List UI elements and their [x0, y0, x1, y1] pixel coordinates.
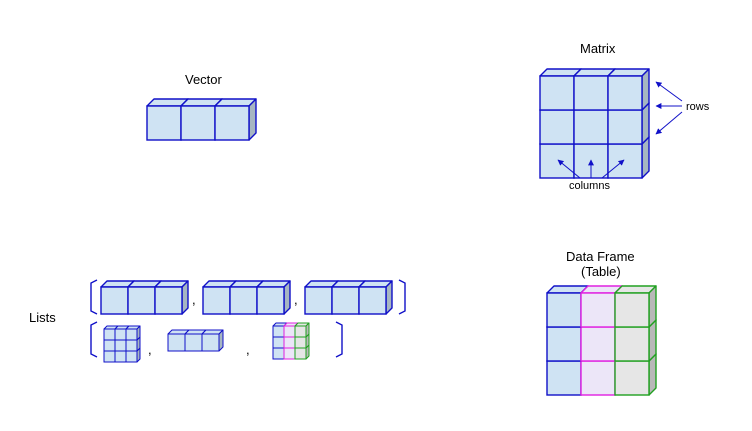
list-separator: ,	[294, 292, 298, 307]
data-frame-subtitle: (Table)	[581, 264, 621, 279]
matrix-rows-label: rows	[686, 101, 710, 113]
matrix-title: Matrix	[580, 41, 616, 56]
row-arrow	[655, 81, 683, 102]
list-separator: ,	[192, 292, 196, 307]
cube	[607, 68, 650, 111]
vector-title: Vector	[185, 72, 222, 87]
list-bracket-right	[335, 321, 343, 358]
cube	[154, 280, 189, 315]
lists-diagram	[90, 279, 406, 363]
cube	[294, 322, 310, 338]
column-arrow	[557, 159, 581, 179]
list-bracket-left	[90, 321, 98, 358]
cube	[125, 325, 141, 341]
cube	[201, 329, 224, 352]
matrix-columns-label: columns	[569, 180, 610, 192]
data-frame-diagram	[546, 285, 657, 396]
list-separator: ,	[246, 342, 250, 357]
cube	[256, 280, 291, 315]
vector-diagram	[146, 98, 257, 141]
cube	[358, 280, 393, 315]
column-arrow	[601, 159, 625, 179]
matrix-arrows	[557, 81, 683, 179]
cube	[614, 285, 657, 328]
list-separator: ,	[148, 342, 152, 357]
list-bracket-left	[90, 279, 98, 315]
row-arrow	[655, 111, 683, 135]
matrix-diagram	[539, 68, 650, 179]
list-bracket-right	[398, 279, 406, 315]
cube	[214, 98, 257, 141]
data-frame-title: Data Frame	[566, 249, 635, 264]
lists-label: Lists	[29, 310, 56, 325]
cube	[202, 280, 237, 315]
